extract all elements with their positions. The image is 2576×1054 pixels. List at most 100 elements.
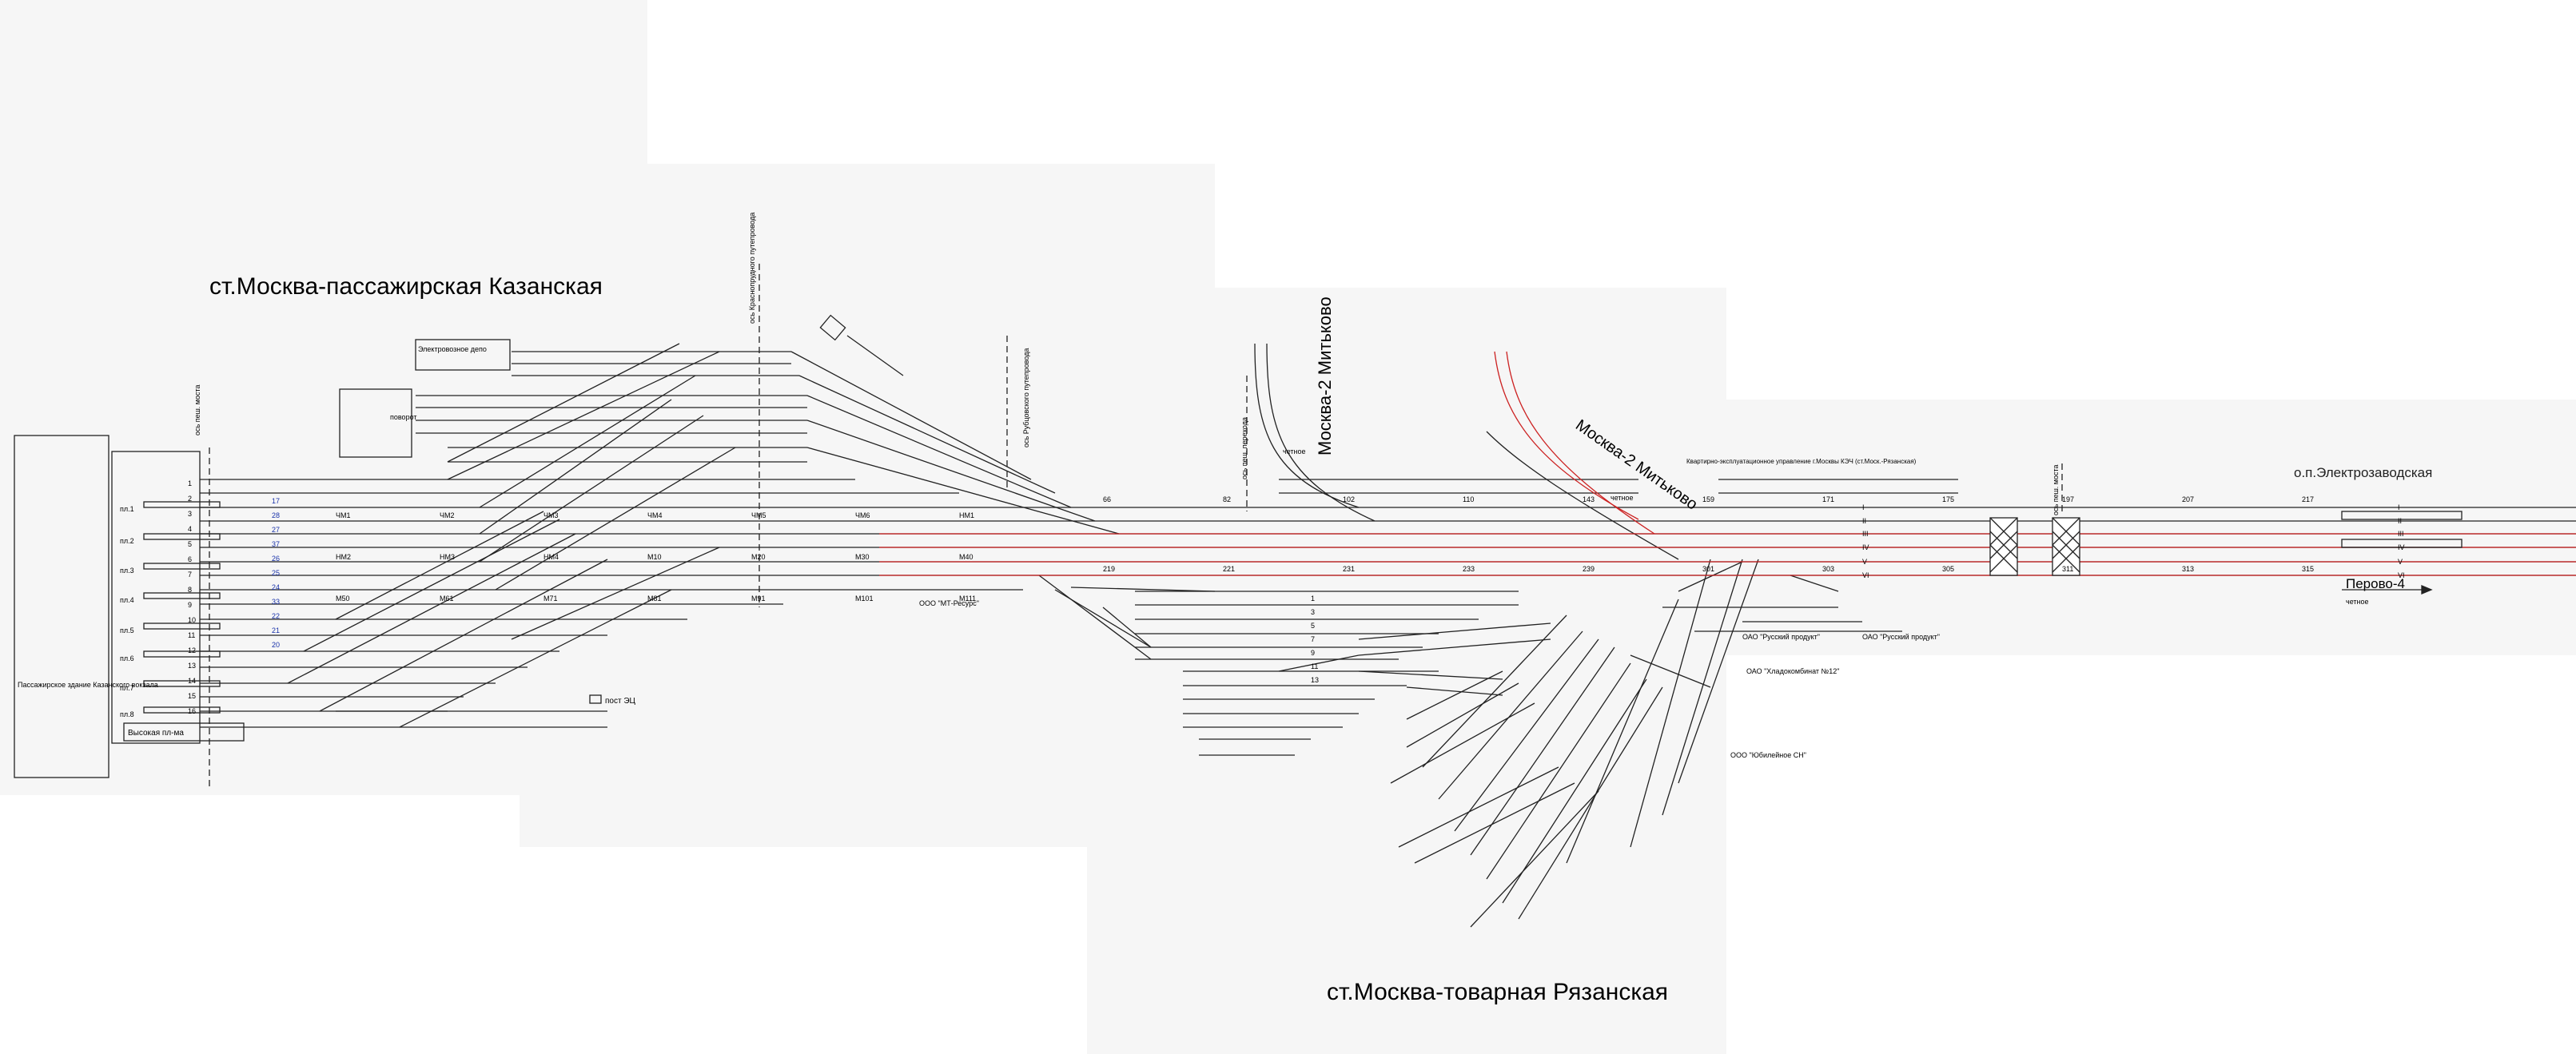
- red-main-lines: [879, 533, 2576, 576]
- chetnoe-label-3: четное: [2346, 598, 2369, 606]
- high-platform-box: [123, 722, 245, 742]
- platform-label: пл.7: [120, 684, 134, 692]
- post-label: пост ЭЦ: [605, 697, 636, 706]
- signal-label: ЧМ2: [440, 511, 455, 519]
- main-track-label: II: [1862, 517, 1866, 525]
- signal-label: ЧМ6: [855, 511, 870, 519]
- signal-label: НМ4: [543, 553, 559, 561]
- signal-label: НМ3: [440, 553, 455, 561]
- chetnoe-label-2: четное: [1610, 494, 1634, 502]
- signal-label: М40: [959, 553, 973, 561]
- signal-label: М30: [855, 553, 870, 561]
- lower-fan: [287, 511, 720, 728]
- platform-label: пл.3: [120, 567, 134, 575]
- platform-label: пл.2: [120, 537, 134, 545]
- signal-label: М61: [440, 595, 454, 603]
- side-track-label: 8: [188, 586, 192, 594]
- org-resurs-label: ООО "МТ-Ресурс": [919, 599, 979, 607]
- main-track-label: I: [1862, 503, 1865, 511]
- signal-label: М71: [543, 595, 558, 603]
- org-russkiy-1-label: ОАО "Русский продукт": [1742, 633, 1820, 641]
- signal-label: М20: [751, 553, 766, 561]
- switch-number-label: 171: [1822, 495, 1834, 503]
- mitkovo-title-1: Москва-2 Митьково: [1315, 296, 1335, 455]
- side-track-label: 11: [188, 631, 195, 639]
- side-track-label: 16: [188, 707, 196, 715]
- freight-track-number: 9: [1311, 649, 1315, 657]
- freight-track-number: 11: [1311, 662, 1318, 670]
- axis-lines: [209, 264, 2063, 787]
- signal-label: М91: [751, 595, 766, 603]
- track-number-label: 27: [272, 526, 280, 534]
- track-number-label: 37: [272, 540, 280, 548]
- mitkovo-branch: [1254, 343, 1679, 560]
- loco-box: [339, 388, 412, 458]
- signal-label: М111: [959, 595, 976, 603]
- main-track-label: II: [2398, 517, 2402, 525]
- platform-electrozavodskaya: [2341, 511, 2463, 520]
- depot-building: [415, 339, 511, 371]
- platform-label: пл.8: [120, 710, 134, 718]
- signal-label: М10: [647, 553, 662, 561]
- bridge-blocks: [1989, 517, 2080, 576]
- platforms: [143, 501, 221, 714]
- switch-number-label: 66: [1103, 495, 1111, 503]
- signal-label: ЧМ1: [336, 511, 351, 519]
- main-track-label: IV: [1862, 543, 1869, 551]
- terminal-label: Пассажирское здание Казанского вокзала: [18, 681, 158, 689]
- switch-number-label: 231: [1343, 565, 1355, 573]
- switch-number-label: 207: [2182, 495, 2194, 503]
- main-track-label: V: [1862, 558, 1867, 566]
- org-hladokombinat-label: ОАО "Хладокомбинат №12": [1746, 667, 1839, 675]
- switch-number-label: 110: [1463, 495, 1474, 503]
- switch-number-label: 313: [2182, 565, 2194, 573]
- switch-number-label: 233: [1463, 565, 1475, 573]
- side-track-label: 1: [188, 479, 192, 487]
- track-number-label: 25: [272, 569, 280, 577]
- signal-label: НМ2: [336, 553, 351, 561]
- terminal-building: [14, 435, 109, 778]
- main-track-label: VI: [2398, 571, 2405, 579]
- signal-label: ЧМ5: [751, 511, 766, 519]
- track-number-label: 24: [272, 583, 280, 591]
- switch-number-label: 221: [1223, 565, 1235, 573]
- switch-number-label: 102: [1343, 495, 1355, 503]
- freight-track-number: 1: [1311, 595, 1315, 603]
- side-track-label: 5: [188, 540, 192, 548]
- main-track-label: IV: [2398, 543, 2405, 551]
- platform-label: пл.1: [120, 505, 134, 513]
- upper-fan: [416, 314, 1120, 591]
- main-track-label: I: [2398, 503, 2400, 511]
- freight-track-number: 13: [1311, 676, 1319, 684]
- overpass-axis-1-label: ось Краснопрудного путепровода: [748, 213, 756, 324]
- station-title-passenger: ст.Москва-пассажирская Казанская: [209, 273, 603, 300]
- side-track-label: 13: [188, 662, 196, 670]
- switch-number-label: 311: [2062, 565, 2073, 573]
- terminal-annex: [111, 451, 201, 744]
- track-number-label: 21: [272, 626, 280, 634]
- post-box: [589, 694, 602, 704]
- bridge-axis-2-label: ось пеш. моста: [2052, 464, 2060, 515]
- track-number-label: 22: [272, 612, 280, 620]
- org-jubilee-label: ООО "Юбилейное СН": [1730, 751, 1806, 759]
- switch-number-label: 82: [1223, 495, 1231, 503]
- side-track-label: 4: [188, 525, 192, 533]
- side-track-label: 6: [188, 555, 192, 563]
- main-track-label: VI: [1862, 571, 1869, 579]
- side-track-label: 7: [188, 571, 192, 579]
- platform-label: пл.6: [120, 654, 134, 662]
- main-track-label: III: [2398, 530, 2404, 538]
- depot-label: Электровозное депо: [418, 345, 487, 353]
- switch-number-label: 303: [1822, 565, 1834, 573]
- loco-label: поворот: [390, 413, 417, 421]
- perovo-label: Перово-4: [2346, 576, 2405, 591]
- main-line-east: [1223, 479, 2576, 592]
- switch-number-label: 197: [2062, 495, 2074, 503]
- high-platform-label: Высокая пл-ма: [128, 729, 184, 738]
- signal-label: М101: [855, 595, 874, 603]
- bridge-axis-1-label: ось пеш. моста: [193, 384, 201, 436]
- switch-number-label: 143: [1583, 495, 1595, 503]
- side-track-label: 15: [188, 692, 196, 700]
- station-title-freight: ст.Москва-товарная Рязанская: [1327, 979, 1669, 1005]
